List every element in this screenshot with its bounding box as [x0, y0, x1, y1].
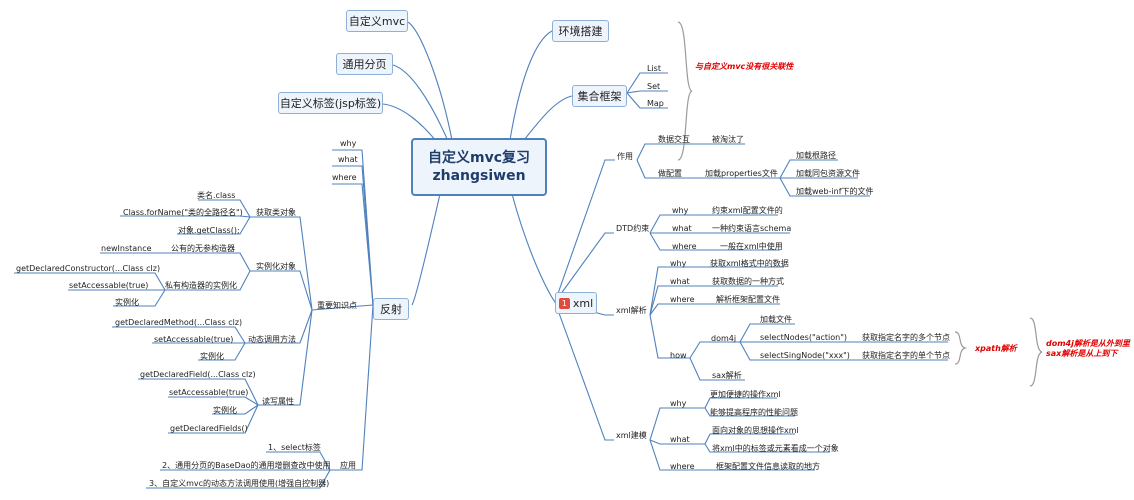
sax-note: sax解析是从上到下 [1046, 349, 1118, 358]
reflection-set-accessable-1[interactable]: setAccessable(true) [69, 281, 149, 290]
reflection-new-instance[interactable]: newInstance [101, 244, 152, 253]
xml-dtd-why[interactable]: why [672, 206, 689, 215]
topic-paging[interactable]: 通用分页 [336, 53, 393, 75]
reflection-private-ctor[interactable]: 私有构造器的实例化 [165, 281, 237, 290]
topic-label: 通用分页 [342, 58, 387, 71]
dom4j-note: dom4j解析是从外到里 [1046, 339, 1130, 348]
xml-model-where[interactable]: where [670, 462, 695, 471]
xml-dom4j[interactable]: dom4j [711, 334, 737, 343]
xml-model-why[interactable]: why [670, 399, 687, 408]
xml-select-single-val[interactable]: 获取指定名字的单个节点 [862, 351, 950, 360]
xml-parse-where[interactable]: where [670, 295, 695, 304]
xml-parse-what-val[interactable]: 获取数据的一种方式 [712, 277, 784, 286]
xml-select-nodes-val[interactable]: 获取指定名字的多个节点 [862, 333, 950, 342]
central-topic-title: 自定义mvc复习 [427, 150, 530, 166]
xml-parse[interactable]: xml解析 [616, 306, 647, 315]
topic-reflection[interactable]: 反射 [373, 298, 409, 320]
xml-dtd-where[interactable]: where [672, 242, 697, 251]
xml-model-what[interactable]: what [670, 435, 690, 444]
xpath-note: xpath解析 [975, 344, 1017, 353]
xml-model-why-1[interactable]: 更加便捷的操作xml [710, 390, 781, 399]
reflection-public-ctor[interactable]: 公有的无参构造器 [171, 244, 235, 253]
xml-dtd-why-val[interactable]: 约束xml配置文件的 [712, 206, 783, 215]
collections-item-list[interactable]: List [647, 64, 661, 73]
reflection-set-accessable-2[interactable]: setAccessable(true) [154, 335, 234, 344]
collections-note: 与自定义mvc没有很关联性 [695, 62, 794, 71]
reflection-instance-3[interactable]: 实例化 [213, 406, 237, 415]
reflection-class-name[interactable]: 类名.class [197, 191, 236, 200]
xml-dtd-what-val[interactable]: 一种约束语言schema [712, 224, 792, 233]
reflection-where[interactable]: where [332, 173, 357, 182]
xml-parse-what[interactable]: what [670, 277, 690, 286]
xml-parse-how[interactable]: how [670, 351, 687, 360]
xml-dtd-what[interactable]: what [672, 224, 692, 233]
xml-load-webinf[interactable]: 加载web-inf下的文件 [796, 187, 874, 196]
xml-parse-why[interactable]: why [670, 259, 687, 268]
reflection-apply-3[interactable]: 3、自定义mvc的动态方法调用使用(增强自控制器) [149, 479, 330, 488]
xml-model[interactable]: xml建模 [616, 431, 647, 440]
reflection-apply[interactable]: 应用 [340, 461, 356, 470]
xml-model-where-val[interactable]: 框架配置文件信息读取的地方 [716, 462, 820, 471]
reflection-what[interactable]: what [338, 155, 358, 164]
collections-item-set[interactable]: Set [647, 82, 661, 91]
xml-configure[interactable]: 做配置 [658, 169, 682, 178]
priority-badge: 1 [558, 297, 570, 309]
reflection-class-forname[interactable]: Class.forName("类的全路径名") [123, 208, 243, 217]
topic-label: 集合框架 [577, 90, 622, 103]
topic-custom-mvc[interactable]: 自定义mvc [346, 10, 408, 32]
xml-dtd-where-val[interactable]: 一般在xml中使用 [720, 242, 783, 251]
xml-load-file[interactable]: 加载文件 [760, 315, 792, 324]
reflection-dynamic-call[interactable]: 动态调用方法 [248, 335, 296, 344]
xml-parse-why-val[interactable]: 获取xml格式中的数据 [710, 259, 789, 268]
central-topic[interactable]: 自定义mvc复习 zhangsiwen [411, 138, 547, 196]
xml-eliminated[interactable]: 被淘汰了 [712, 135, 744, 144]
xml-dtd[interactable]: DTD约束 [616, 224, 650, 233]
topic-label: 环境搭建 [558, 25, 603, 38]
topic-label: xml [572, 296, 594, 310]
xml-model-why-2[interactable]: 能够提高程序的性能问题 [710, 408, 798, 417]
reflection-get-declared-ctor[interactable]: getDeclaredConstructor(...Class clz) [16, 264, 161, 273]
topic-label: 自定义mvc [348, 15, 406, 28]
reflection-apply-1[interactable]: 1、select标签 [268, 443, 321, 452]
xml-load-props[interactable]: 加载properties文件 [705, 169, 778, 178]
topic-env[interactable]: 环境搭建 [552, 20, 609, 42]
reflection-get-class[interactable]: 获取类对象 [256, 208, 296, 217]
collections-item-map[interactable]: Map [647, 99, 664, 108]
reflection-get-declared-method[interactable]: getDeclaredMethod(...Class clz) [115, 318, 243, 327]
reflection-instance-1[interactable]: 实例化 [115, 298, 139, 307]
reflection-get-declared-field[interactable]: getDeclaredField(...Class clz) [140, 370, 256, 379]
reflection-obj-getclass[interactable]: 对象.getClass(); [178, 226, 240, 235]
reflection-instantiate[interactable]: 实例化对象 [256, 262, 296, 271]
xml-data-exchange[interactable]: 数据交互 [658, 135, 690, 144]
xml-purpose[interactable]: 作用 [617, 152, 633, 161]
reflection-why[interactable]: why [340, 139, 357, 148]
xml-select-single[interactable]: selectSingNode("xxx") [760, 351, 850, 360]
xml-select-nodes[interactable]: selectNodes("action") [760, 333, 848, 342]
reflection-key-points[interactable]: 重要知识点 [317, 301, 357, 310]
topic-label: 反射 [380, 303, 402, 316]
topic-collections[interactable]: 集合框架 [572, 85, 627, 107]
topic-label: 自定义标签(jsp标签) [279, 97, 382, 110]
xml-load-root[interactable]: 加载根路径 [796, 151, 836, 160]
topic-custom-tag[interactable]: 自定义标签(jsp标签) [278, 92, 383, 114]
reflection-apply-2[interactable]: 2、通用分页的BaseDao的通用增删查改中使用 [162, 461, 331, 470]
xml-model-what-1[interactable]: 面向对象的思想操作xml [712, 426, 799, 435]
xml-model-what-2[interactable]: 将xml中的标签或元素看成一个对象 [712, 444, 839, 453]
reflection-rw-attr[interactable]: 读写属性 [262, 397, 294, 406]
xml-parse-where-val[interactable]: 解析框架配置文件 [716, 295, 780, 304]
reflection-get-declared-fields[interactable]: getDeclaredFields() [170, 424, 248, 433]
xml-load-same-pkg[interactable]: 加载同包资源文件 [796, 169, 860, 178]
reflection-instance-2[interactable]: 实例化 [200, 352, 224, 361]
reflection-set-accessable-3[interactable]: setAccessable(true) [169, 388, 249, 397]
xml-sax[interactable]: sax解析 [712, 371, 742, 380]
central-topic-subtitle: zhangsiwen [432, 168, 526, 184]
